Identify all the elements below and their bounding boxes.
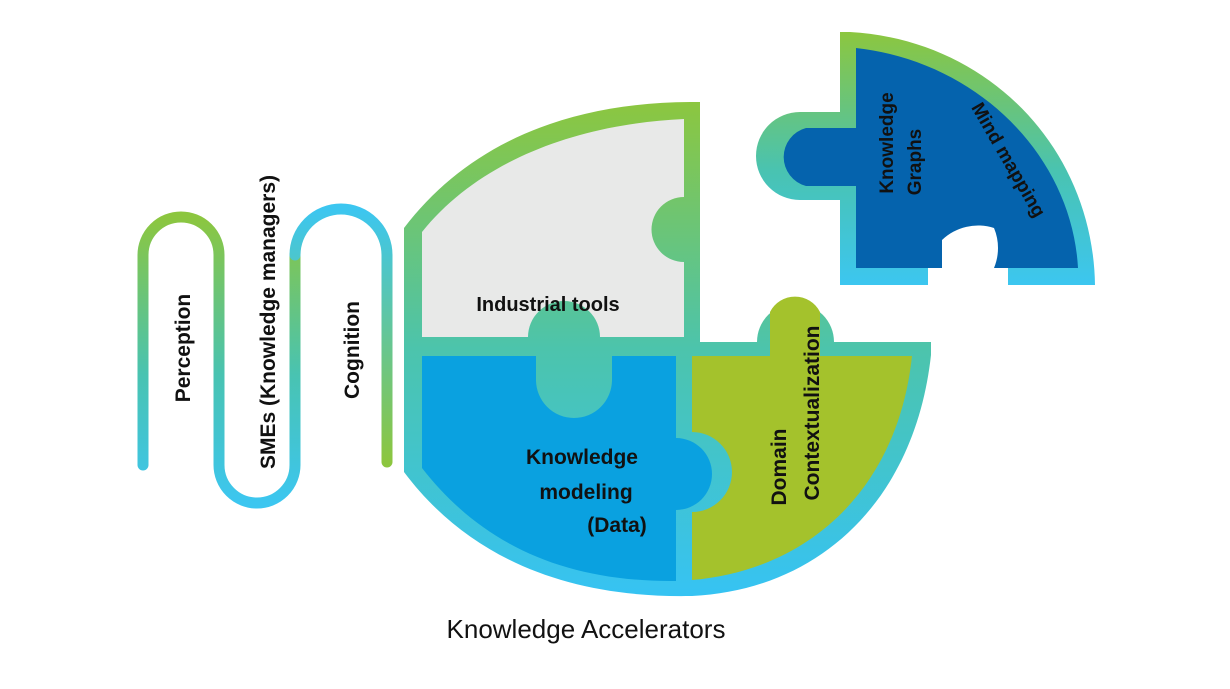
puzzle-circle xyxy=(404,102,931,597)
label-cognition: Cognition xyxy=(341,301,364,399)
label-knowledge-modeling-line-2: modeling xyxy=(539,481,632,504)
piece-knowledge-graphs xyxy=(783,48,1078,268)
diagram-caption: Knowledge Accelerators xyxy=(447,614,726,644)
label-knowledge-graphs-line-2: Graphs xyxy=(905,129,926,196)
serpentine-path xyxy=(137,203,393,509)
piece-domain-contextualization xyxy=(692,296,912,580)
piece-knowledge-modeling xyxy=(422,356,712,582)
label-knowledge-modeling-line-1: Knowledge xyxy=(526,446,638,469)
label-industrial-tools: Industrial tools xyxy=(476,294,619,316)
label-smes: SMEs (Knowledge managers) xyxy=(257,175,280,469)
label-knowledge-modeling-line-3: (Data) xyxy=(587,514,647,537)
puzzle-quarter-piece xyxy=(756,32,1095,285)
piece-industrial-tools xyxy=(422,119,684,337)
label-perception: Perception xyxy=(172,294,195,403)
label-domain-line-2: Contextualization xyxy=(801,325,824,500)
label-domain-line-1: Domain xyxy=(768,428,791,505)
label-knowledge-graphs-line-1: Knowledge xyxy=(877,92,898,193)
path-segment-perception-smes xyxy=(137,211,301,509)
path-segment-cognition xyxy=(289,203,393,468)
